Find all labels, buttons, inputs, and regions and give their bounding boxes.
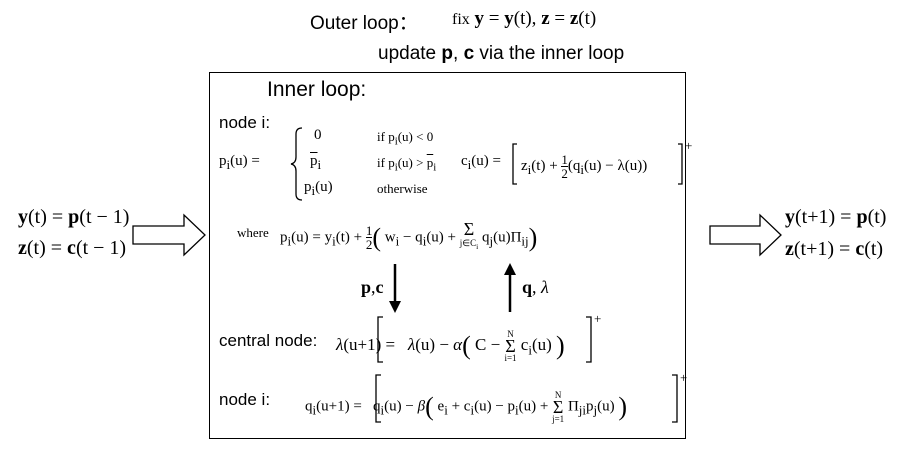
right-eq-1: y(t+1) = p(t) [785,206,887,228]
up-arrow-head [504,263,516,275]
central-node-label: central node: [219,331,318,350]
central-plus: + [594,311,602,326]
update-text: update p, c via the inner loop [378,43,625,64]
piecewise-brace [290,127,303,201]
case2-cond: if pi(u) > pi [377,155,437,174]
case3-value: pi(u) [304,179,333,198]
right-eq-2: z(t+1) = c(t) [785,238,884,260]
right-hollow-arrow [709,213,782,257]
left-eq-1: y(t) = p(t − 1) [18,206,130,228]
case1-cond: if pi(u) < 0 [377,129,434,148]
inner-loop-title: Inner loop: [267,78,367,101]
case3-cond: otherwise [377,181,428,196]
q-formula: qi(u+1) = qi(u) − β( ei + ci(u) − pi(u) … [305,390,628,424]
outer-loop-label: Outer loop： [310,13,418,34]
arrow-down-label: p,c [361,277,384,297]
left-eq-2: z(t) = c(t − 1) [18,237,127,259]
node-label: node i: [219,113,271,132]
piecewise-lhs: pi(u) = [219,153,260,172]
outer-loop-formula: fix y = y(t), z = z(t) [452,8,597,29]
case1-value: 0 [314,127,322,143]
node2-label: node i: [219,390,271,409]
c-update-lhs: ci(u) = [461,153,501,172]
left-hollow-arrow [132,213,206,257]
case2-value: pi [310,153,322,172]
q-plus: + [680,370,688,385]
where-label: where [237,225,269,240]
inner-loop-box [209,72,686,439]
c-update-plus: + [685,138,693,153]
down-arrow-head [389,301,401,313]
arrow-up-label: q, λ [522,277,549,297]
